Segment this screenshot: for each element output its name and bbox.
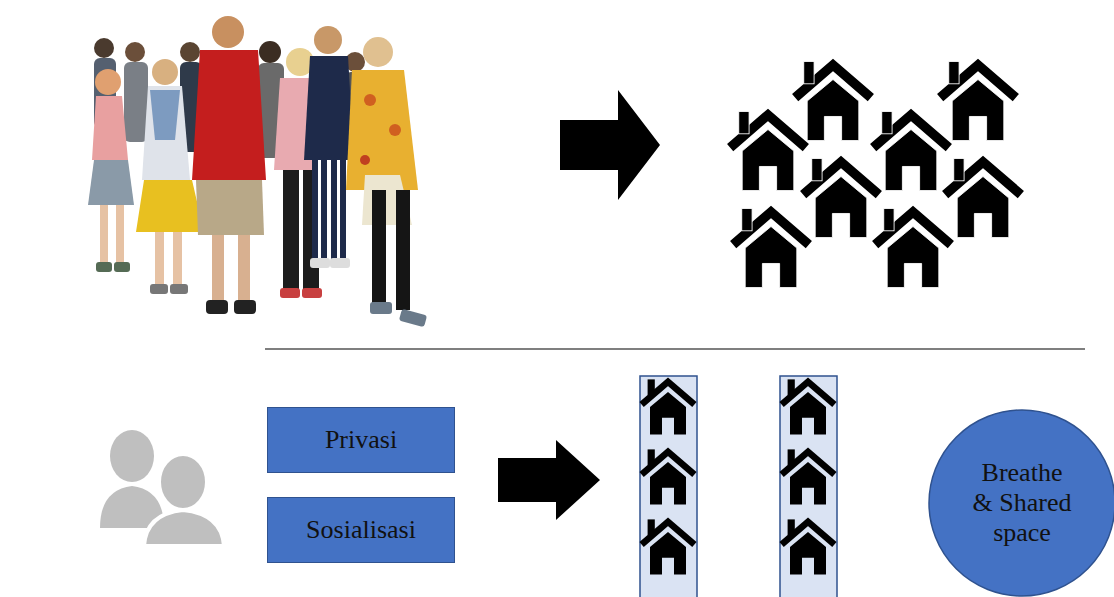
house-cluster bbox=[730, 61, 1021, 287]
text-group: Breathe & Shared space bbox=[970, 458, 1074, 548]
text-group: Privasi bbox=[325, 425, 397, 455]
house-column bbox=[780, 376, 837, 597]
node-text: Privasi bbox=[325, 425, 397, 455]
divider-line bbox=[265, 348, 1085, 349]
label-box: Sosialisasi bbox=[267, 497, 455, 563]
text-group: Sosialisasi bbox=[306, 515, 416, 545]
arrow-shape bbox=[498, 440, 600, 520]
node-text: Sosialisasi bbox=[306, 515, 416, 545]
crowd-photo bbox=[88, 16, 427, 327]
people-icon bbox=[100, 430, 224, 546]
node-text: Breathe & Shared space bbox=[970, 458, 1074, 548]
arrow-shape bbox=[560, 90, 660, 200]
label-box: Privasi bbox=[267, 407, 455, 473]
house-column bbox=[640, 376, 697, 597]
circle-node: Breathe & Shared space bbox=[928, 409, 1114, 597]
